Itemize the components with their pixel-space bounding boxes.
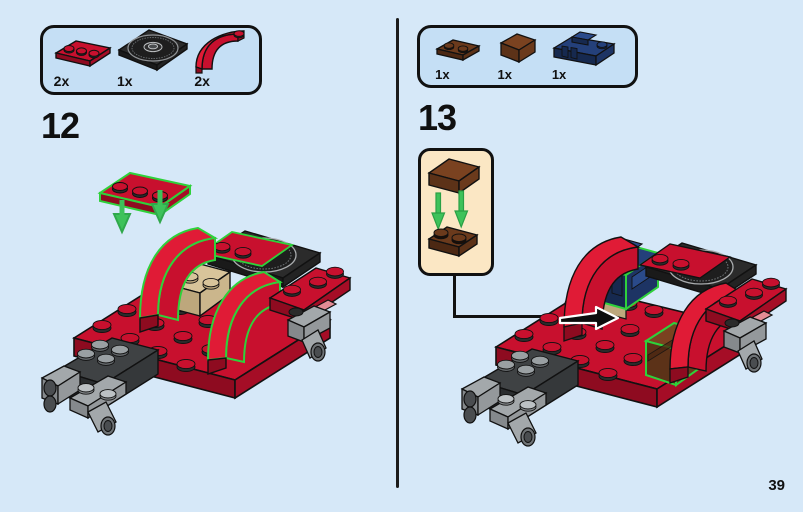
right-wheel-axle-assembly: [722, 316, 768, 373]
part-item-plate-1x3-red: 2x: [52, 28, 114, 88]
part-quantity: 1x: [551, 67, 567, 82]
slope-brick-brown-icon: [495, 28, 539, 68]
part-quantity: 2x: [53, 73, 70, 89]
step-number: 12: [41, 105, 80, 146]
brick-1x4-dark-blue-icon: [550, 28, 622, 68]
part-item-curved-slope-brick-red: 2x: [192, 28, 250, 88]
parts-box-step-13: 1x 1x: [417, 25, 638, 88]
part-item-brick-1x4-dark-blue: 1x: [550, 28, 622, 81]
callout-connector-vertical: [453, 276, 456, 318]
curved-slope-brick-red-left: [138, 226, 219, 333]
new-part-plate-1x3-red: [97, 171, 193, 217]
callout-arrow-right: [454, 190, 469, 229]
part-quantity: 1x: [116, 73, 133, 89]
step-number: 13: [418, 97, 457, 138]
part-item-plate-1x2-brown: 1x: [433, 28, 485, 81]
part-quantity: 2x: [194, 73, 210, 89]
page-number: 39: [768, 477, 785, 494]
pointer-arrow-black: [558, 305, 620, 331]
page-divider: [396, 18, 399, 488]
right-wheel-axle-assembly: [286, 305, 332, 362]
assembly-illustration-step-12: [30, 160, 375, 450]
assembly-arrow-right: [150, 190, 170, 225]
right-side-red-panel: [268, 266, 352, 323]
part-quantity: 1x: [435, 67, 450, 82]
left-wheel-axle-assembly: [460, 376, 548, 447]
part-item-slope-brick-brown: 1x: [495, 28, 539, 81]
top-plate-row-red: [638, 243, 732, 279]
callout-plate-1x2-brown: [427, 226, 479, 258]
part-item-turntable-record-plate-black: 1x: [115, 28, 191, 88]
target-plate-row-red: [199, 231, 295, 267]
plate-1x3-red-icon: [52, 28, 114, 74]
callout-slope-brick-brown: [427, 158, 481, 195]
parts-box-step-12: 2x 1x: [40, 25, 262, 95]
plate-1x2-brown-icon: [433, 28, 485, 68]
callout-arrow-left: [431, 192, 446, 231]
turntable-record-plate-black-icon: [115, 24, 191, 74]
part-quantity: 1x: [497, 67, 512, 82]
sub-assembly-callout-box: [418, 148, 494, 276]
assembly-arrow-left: [112, 200, 132, 235]
left-wheel-axle-assembly: [40, 365, 128, 436]
assembly-illustration-step-13: [450, 195, 800, 447]
curved-slope-brick-red-icon: [192, 28, 250, 74]
